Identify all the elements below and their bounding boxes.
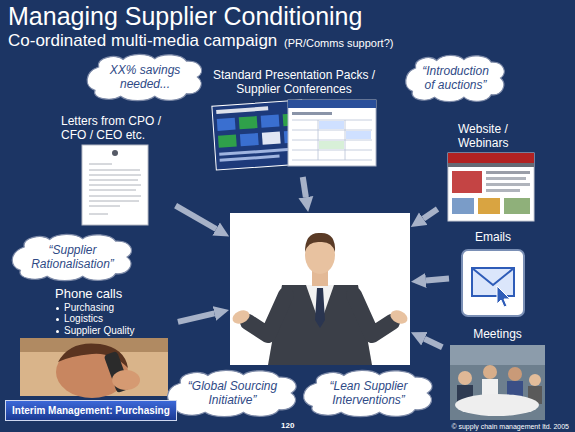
speech-cloud: “Lean Supplier Interventions” — [300, 368, 437, 418]
copyright-note: © supply chain management ltd. 2005 — [451, 423, 569, 430]
arrow-connector — [178, 313, 214, 321]
list-item: Purchasing — [55, 302, 114, 314]
arrow-connector — [423, 209, 437, 219]
media-item: Phone callsPurchasingLogisticsSupplier Q… — [15, 284, 175, 398]
speech-cloud: “Global Sourcing Initiative” — [164, 368, 301, 418]
media-label: Emails — [475, 230, 511, 244]
figure-box — [230, 213, 410, 365]
media-item: Standard Presentation Packs / Supplier C… — [205, 66, 383, 174]
arrow-connector — [424, 339, 442, 347]
media-label: Letters from CPO / CFO / CEO etc. — [61, 114, 169, 143]
speech-cloud: “Introduction of auctions” — [403, 53, 508, 103]
central-figure — [230, 213, 410, 365]
cloud-text: “Global Sourcing Initiative” — [182, 379, 283, 408]
list-item: Logistics — [55, 313, 103, 325]
cloud-outline — [12, 234, 131, 280]
meeting-photo — [450, 345, 545, 420]
cloud-text: “Supplier Rationalisation” — [26, 243, 119, 272]
cloud-outline — [304, 370, 433, 416]
page-number: 120 — [281, 421, 294, 430]
arrow-connector — [176, 206, 217, 229]
arrow-connector — [303, 177, 306, 197]
cloud-text: XX% savings needed... — [101, 63, 190, 92]
cloud-outline — [87, 54, 202, 100]
list-item: Supplier Quality — [55, 325, 135, 337]
letter-document — [82, 145, 148, 225]
cloud-outline — [168, 370, 297, 416]
email-icon — [462, 250, 524, 316]
slide-subtitle: Co-ordinated multi-media campaign — [8, 31, 277, 51]
presentation-slides — [212, 100, 376, 170]
media-label: Website / Webinars — [458, 122, 538, 151]
media-heading: Phone calls — [55, 286, 122, 302]
phone-photo — [20, 338, 168, 398]
subtitle-note: (PR/Comms support?) — [284, 37, 393, 49]
slide-title: Managing Supplier Conditioning — [8, 2, 362, 31]
cloud-text: “Introduction of auctions” — [418, 64, 494, 93]
cloud-outline — [406, 55, 505, 101]
media-label: Standard Presentation Packs / Supplier C… — [209, 68, 379, 97]
cloud-text: “Lean Supplier Interventions” — [318, 379, 419, 408]
website-screenshot — [448, 153, 534, 221]
speech-cloud: “Supplier Rationalisation” — [9, 232, 136, 282]
arrow-connector — [426, 279, 449, 281]
media-label: Meetings — [473, 327, 522, 341]
brand-logo: Interim Management: Purchasing — [5, 400, 177, 421]
media-item: Letters from CPO / CFO / CEO etc. — [55, 112, 173, 228]
media-item: Meetings — [445, 325, 550, 422]
media-item: Website / Webinars — [440, 120, 542, 225]
media-item: Emails — [452, 228, 534, 322]
speech-cloud: XX% savings needed... — [84, 52, 206, 102]
